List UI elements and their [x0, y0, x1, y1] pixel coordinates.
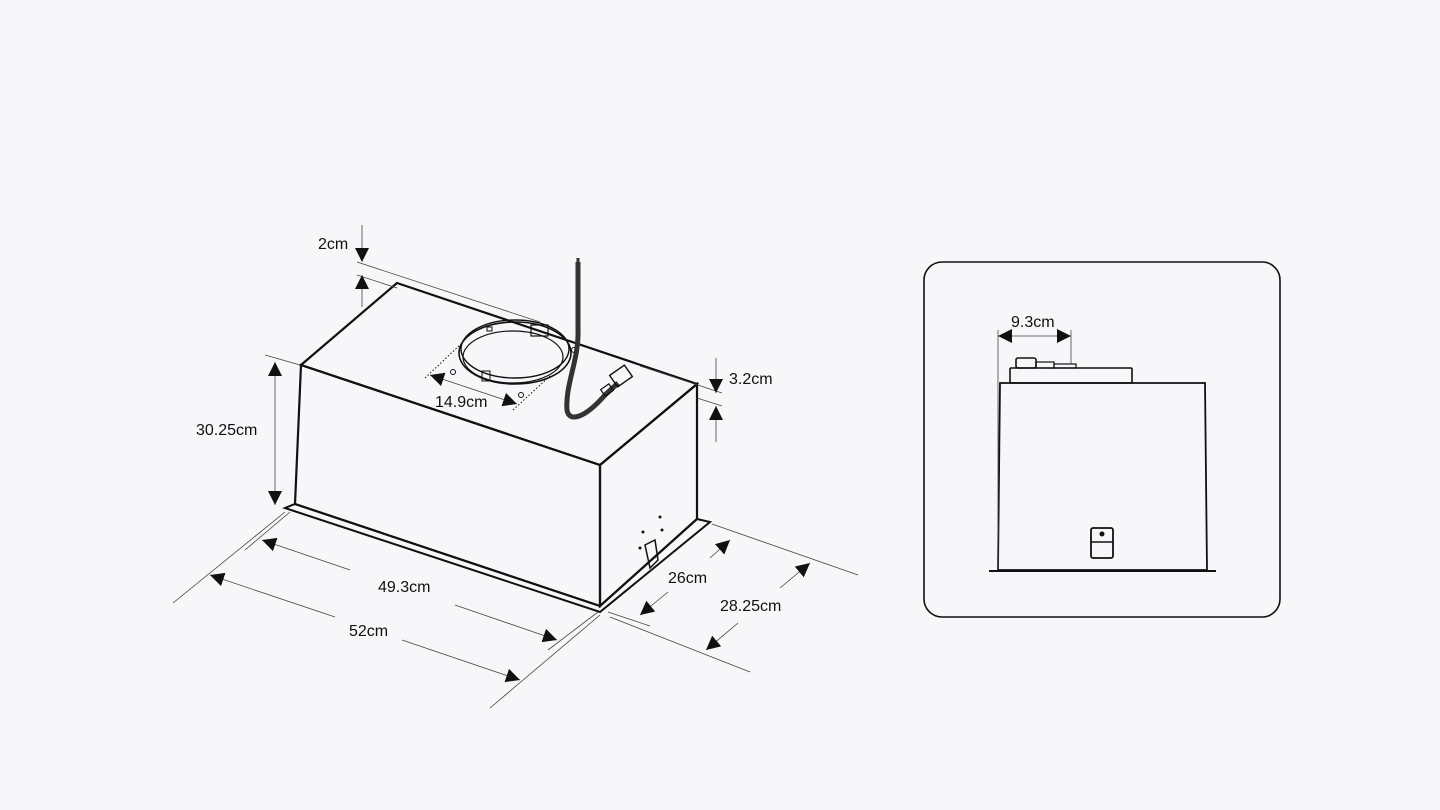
- hood-flange: [282, 502, 713, 614]
- dim-label-duct-diameter: 14.9cm: [435, 394, 487, 411]
- dim-label-overall-depth: 28.25cm: [720, 598, 781, 615]
- dim-label-body-width: 49.3cm: [378, 579, 430, 596]
- dim-label-duct-offset: 3.2cm: [729, 371, 773, 388]
- cable-connector: [599, 364, 634, 397]
- dim-label-height: 30.25cm: [196, 422, 257, 439]
- dim-label-overall-width: 52cm: [349, 623, 388, 640]
- hood-top-face: [298, 281, 700, 467]
- power-cable: [564, 258, 620, 420]
- latch: [638, 515, 664, 570]
- hood-isometric-drawing: [282, 255, 713, 614]
- side-view-inset: 9.3cm: [923, 261, 1281, 618]
- dimension-lines: [172, 225, 859, 709]
- dim-label-2cm: 2cm: [318, 236, 348, 253]
- switch-icon: [1090, 527, 1114, 559]
- duct-collar: [450, 319, 577, 398]
- dim-label-body-depth: 26cm: [668, 570, 707, 587]
- dim-label-side-duct-distance: 9.3cm: [1011, 314, 1055, 331]
